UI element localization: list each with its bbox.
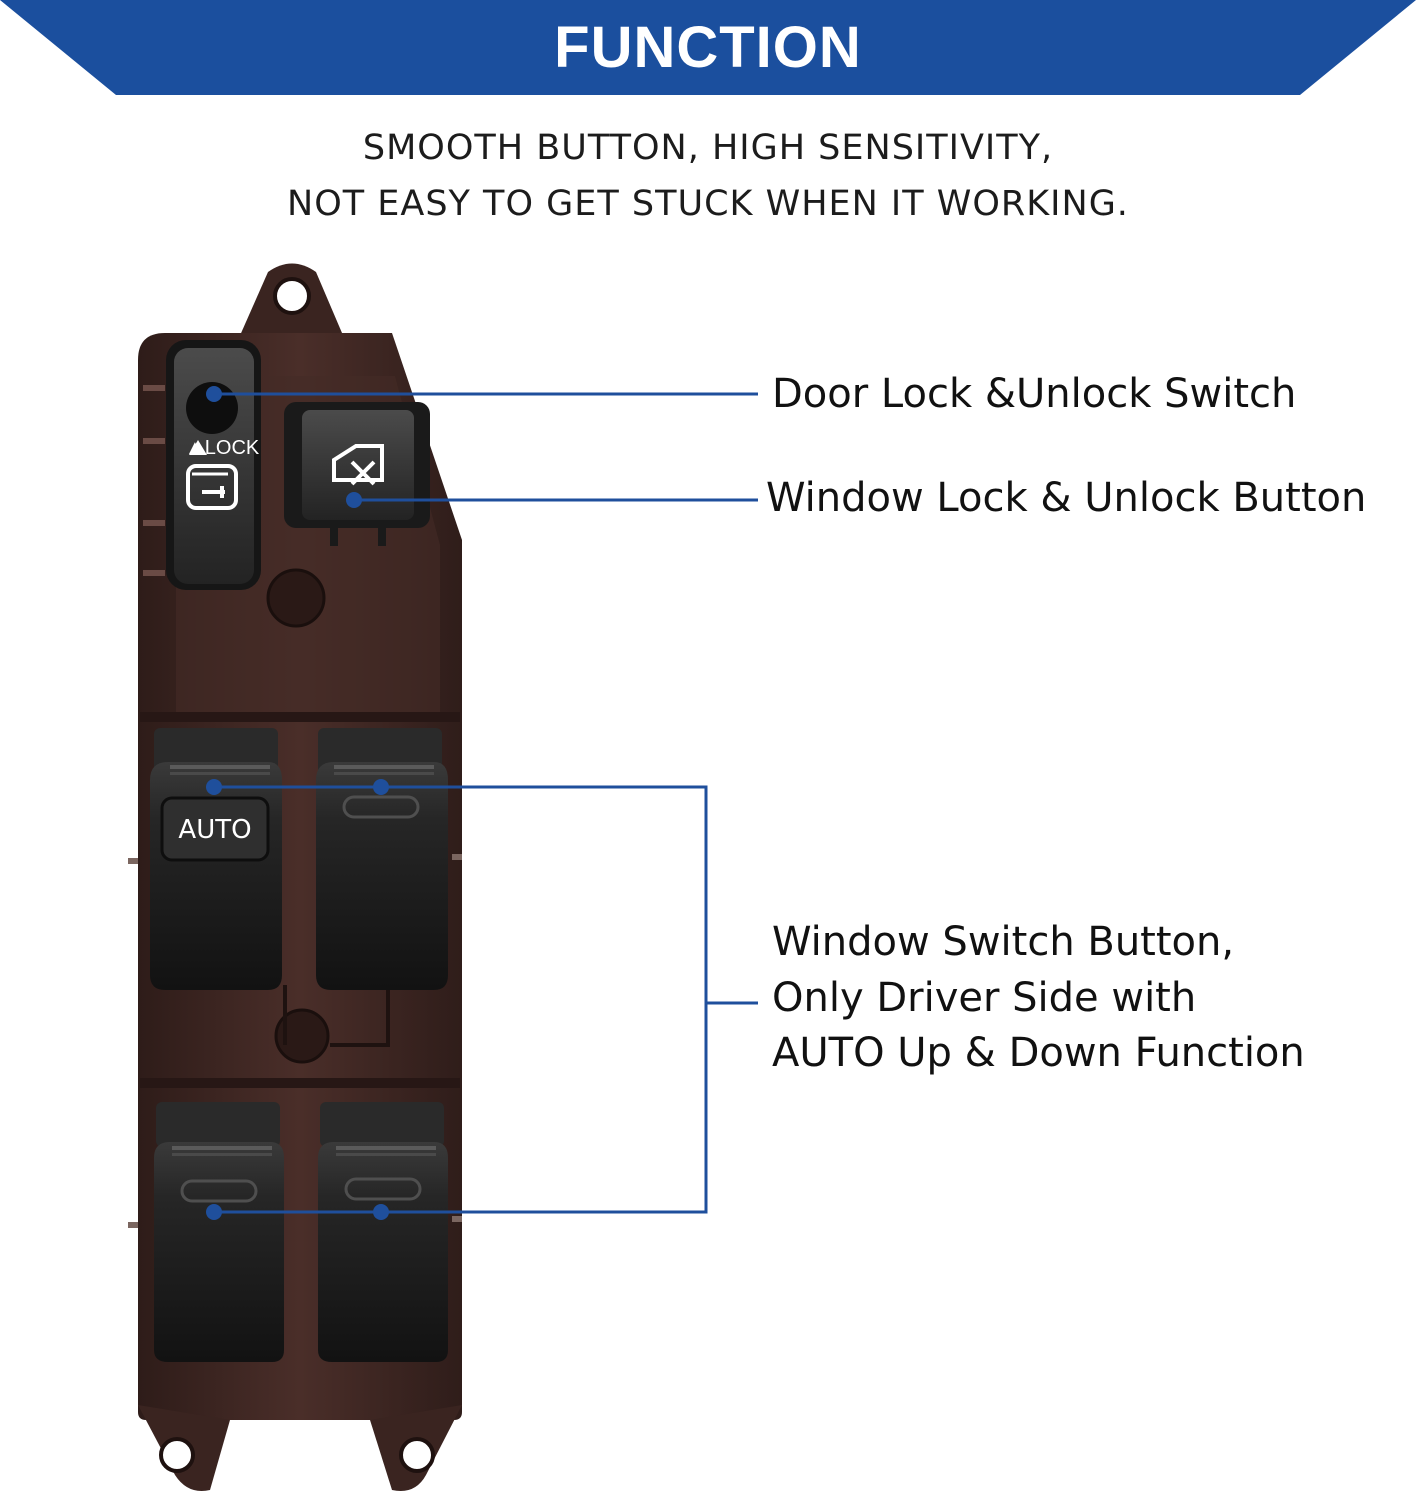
callout-lines bbox=[214, 392, 758, 1214]
bottom-mounting-tabs bbox=[138, 1405, 462, 1491]
callout-door-lock: Door Lock &Unlock Switch bbox=[772, 371, 1297, 417]
window-button-rear-left bbox=[154, 1102, 284, 1362]
window-button-passenger bbox=[316, 728, 448, 990]
callout-window-lock: Window Lock & Unlock Button bbox=[766, 475, 1367, 521]
page-title: FUNCTION bbox=[554, 15, 862, 80]
callout-window-switch-line-1: Window Switch Button, bbox=[772, 919, 1235, 965]
door-lock-switch bbox=[166, 340, 261, 590]
callout-window-switch-line-2: Only Driver Side with bbox=[772, 975, 1197, 1021]
intro-line-1: SMOOTH BUTTON, HIGH SENSITIVITY, bbox=[362, 128, 1054, 168]
window-button-driver bbox=[150, 728, 282, 990]
intro-line-2: NOT EASY TO GET STUCK WHEN IT WORKING. bbox=[287, 184, 1129, 224]
header-banner bbox=[0, 0, 1416, 95]
window-button-rear-right bbox=[318, 1102, 448, 1362]
lock-switch-text: ▲LOCK bbox=[185, 437, 260, 459]
callout-dots bbox=[206, 386, 389, 1220]
top-mounting-tab bbox=[238, 263, 345, 340]
window-lock-button bbox=[284, 402, 430, 546]
callout-window-switch-line-3: AUTO Up & Down Function bbox=[772, 1030, 1305, 1076]
auto-label: AUTO bbox=[178, 815, 251, 845]
